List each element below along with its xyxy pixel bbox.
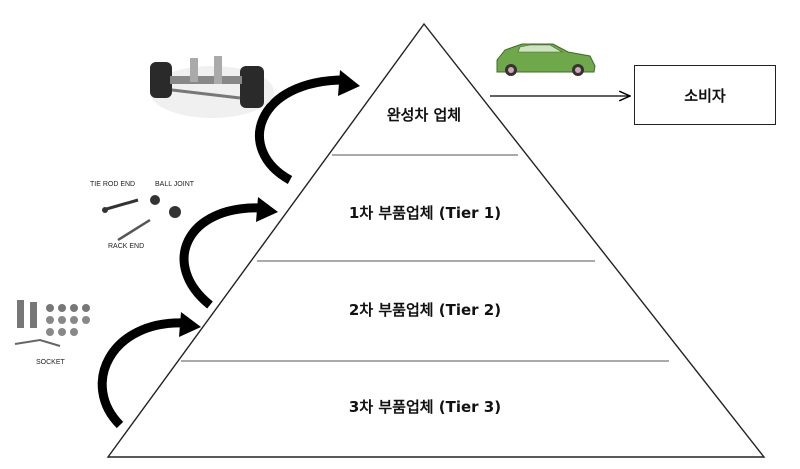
part-label-rack-end: RACK END bbox=[108, 243, 144, 250]
socket-parts-icon bbox=[14, 300, 90, 347]
tier-label-tier1: 1차 부품업체 (Tier 1) bbox=[349, 204, 501, 222]
curved-arrow-bottom bbox=[97, 312, 201, 429]
curved-arrow-middle bbox=[179, 197, 278, 309]
consumer-label: 소비자 bbox=[684, 86, 726, 105]
consumer-box: 소비자 bbox=[634, 65, 776, 125]
tier-label-tier2: 2차 부품업체 (Tier 2) bbox=[349, 301, 501, 319]
part-label-tie-rod-end: TIE ROD END bbox=[90, 181, 135, 188]
part-label-ball-joint: BALL JOINT bbox=[155, 181, 195, 188]
pyramid-outline bbox=[106, 22, 766, 458]
green-car-icon bbox=[496, 43, 596, 76]
curved-arrow-top bbox=[255, 70, 360, 184]
tier-label-tier3: 3차 부품업체 (Tier 3) bbox=[349, 398, 501, 416]
suspension-assembly-icon bbox=[150, 56, 274, 118]
part-label-socket: SOCKET bbox=[36, 359, 66, 366]
steering-parts-icon bbox=[102, 195, 181, 242]
tier-label-oem: 완성차 업체 bbox=[387, 106, 461, 124]
